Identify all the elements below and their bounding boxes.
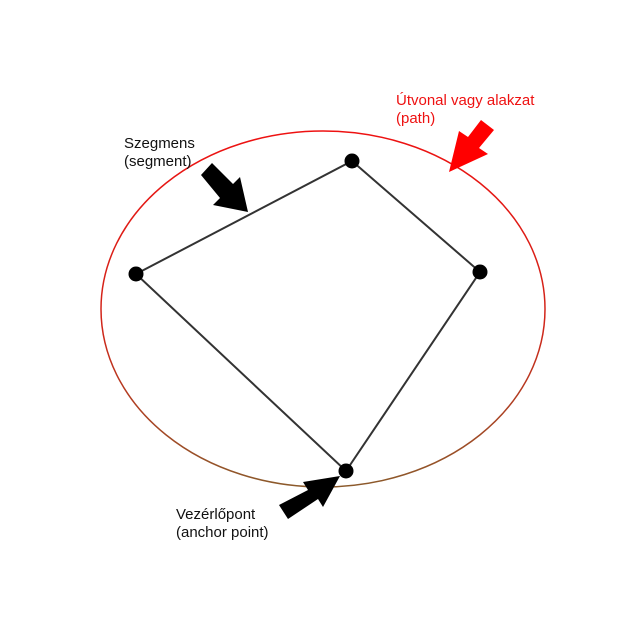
anchor-point-top[interactable] bbox=[344, 153, 360, 169]
path-outline bbox=[100, 130, 546, 488]
anchor-point-right[interactable] bbox=[472, 264, 488, 280]
segment-polygon bbox=[134, 159, 482, 473]
anchor-label-line1: Vezérlőpont bbox=[176, 506, 256, 523]
segment-label-line2: (segment) bbox=[124, 153, 192, 170]
path-label-line2: (path) bbox=[396, 110, 435, 127]
path-arrow-icon bbox=[449, 120, 494, 172]
anchor-arrow-icon bbox=[279, 476, 340, 519]
anchor-point-left[interactable] bbox=[128, 266, 144, 282]
segment-arrow-icon bbox=[201, 163, 248, 212]
anchor-label-line2: (anchor point) bbox=[176, 524, 269, 541]
anchor-point-bottom[interactable] bbox=[338, 463, 354, 479]
path-label-line1: Útvonal vagy alakzat bbox=[396, 92, 535, 109]
segment-label-line1: Szegmens bbox=[124, 135, 195, 152]
